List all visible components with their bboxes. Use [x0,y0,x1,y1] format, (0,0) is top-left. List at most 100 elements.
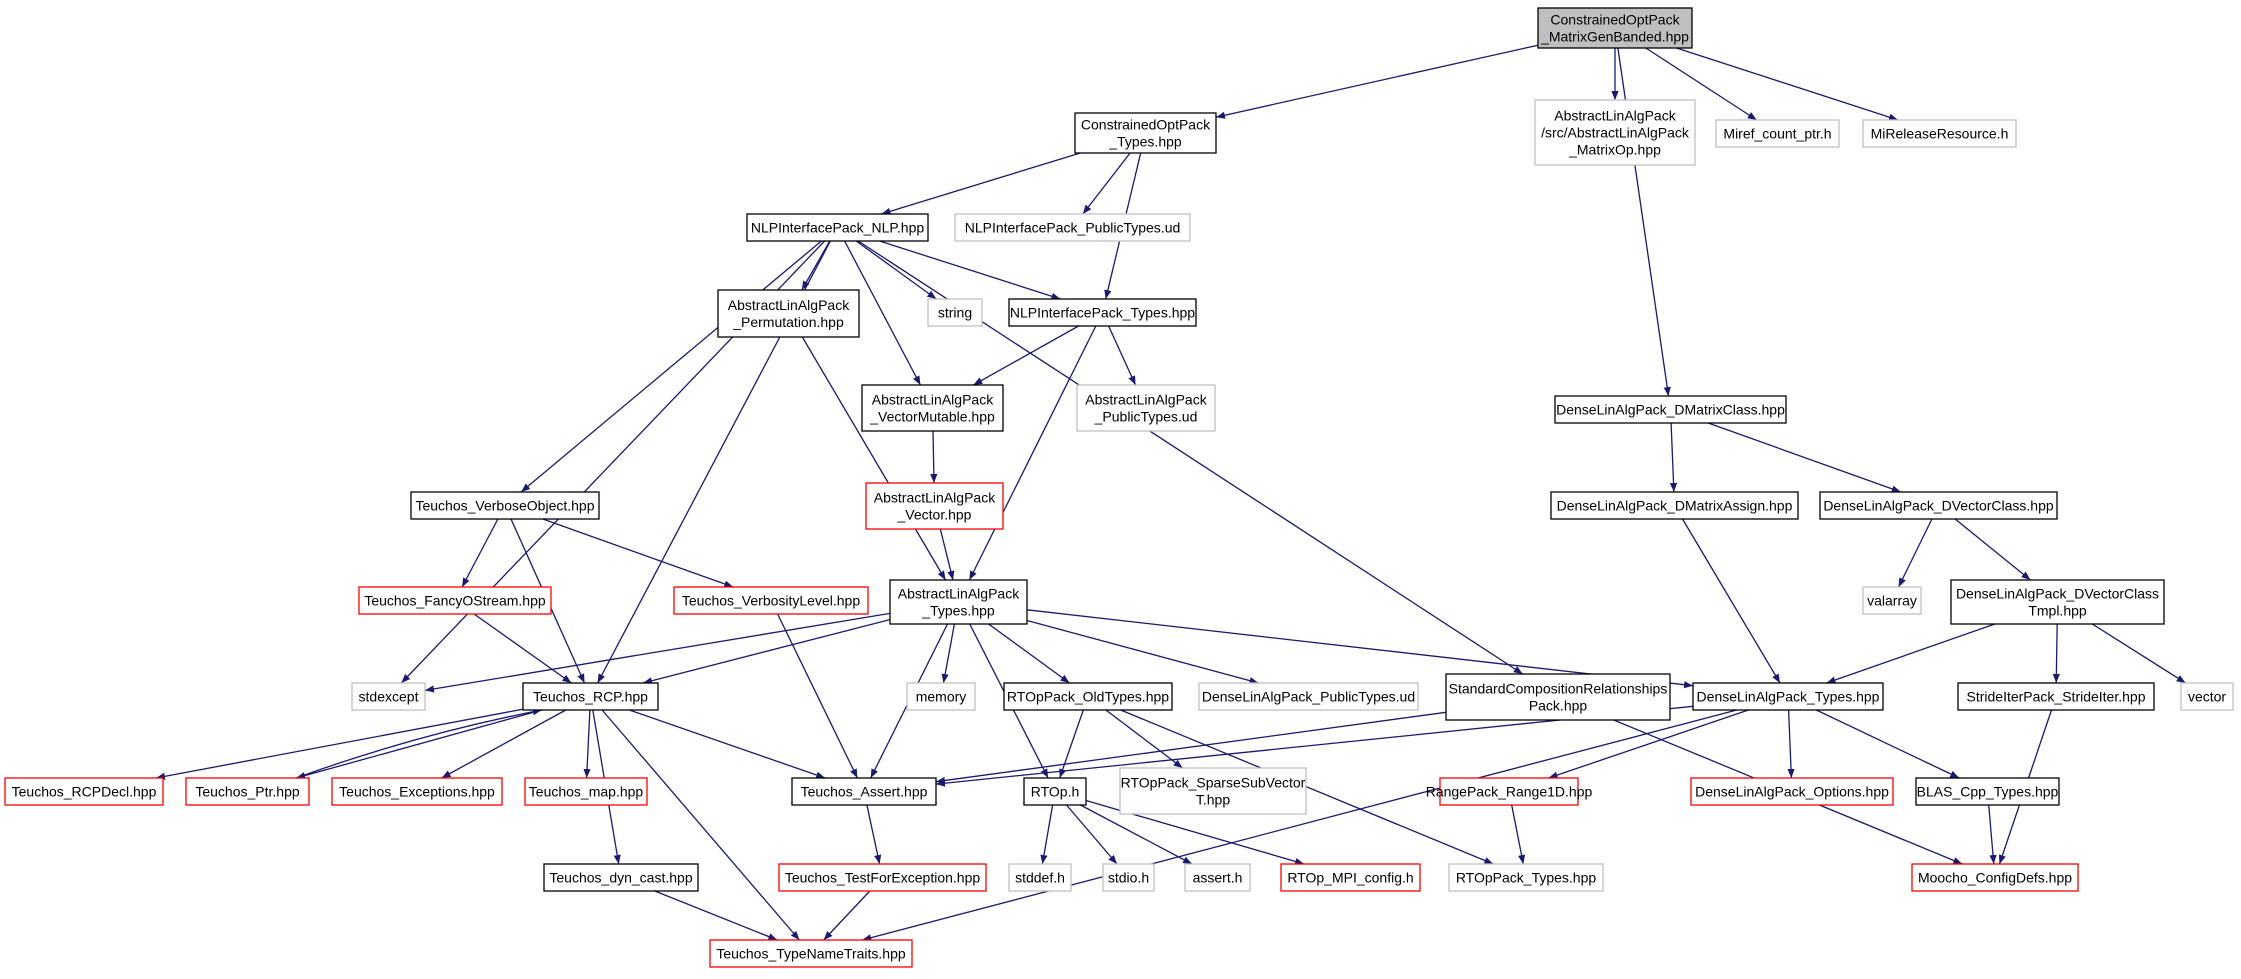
edge-teuchos_rcp-to-teuchos_exc [441,709,567,779]
node-box [1550,491,1799,520]
node-cop_types[interactable]: ConstrainedOptPack_Types.hpp [1074,112,1217,154]
edge-rtop_old-to-rtop_h [1059,709,1084,779]
node-stdio[interactable]: stdio.h [1102,863,1155,892]
edge-ala_types-to-stdexcept [424,612,891,693]
node-label-line: Teuchos_VerbosityLevel.hpp [682,593,860,609]
node-ala_vector[interactable]: AbstractLinAlgPack_Vector.hpp [865,482,1004,530]
node-label-line: string [938,305,972,321]
node-vector[interactable]: vector [2180,682,2234,711]
node-teuchos_map[interactable]: Teuchos_map.hpp [524,777,648,806]
edge-dla_dvec-to-dla_dvec_tmpl [1954,518,2031,581]
node-ala_pub[interactable]: AbstractLinAlgPack_PublicTypes.ud [1076,384,1216,432]
edge-dla_types-to-dla_options [1787,709,1795,779]
node-teuchos_rcpdecl[interactable]: Teuchos_RCPDecl.hpp [4,777,164,806]
node-teuchos_ptr[interactable]: Teuchos_Ptr.hpp [185,777,310,806]
edge-rtop_h-to-stddef [1040,804,1054,865]
edge-teuchos_rcp-to-teuchos_typename [601,709,800,941]
node-memory[interactable]: memory [906,682,976,711]
edge-root-to-dla_dmat [1617,47,1671,397]
node-box [410,491,600,520]
node-teuchos_testexc[interactable]: Teuchos_TestForException.hpp [778,863,987,892]
node-nlp[interactable]: NLPInterfacePack_NLP.hpp [746,213,929,242]
edge-dla_dvec-to-valarray [1898,518,1933,588]
node-blas_types[interactable]: BLAS_Cpp_Types.hpp [1915,777,2060,806]
node-stddef[interactable]: stddef.h [1008,863,1072,892]
node-nlp_pub[interactable]: NLPInterfacePack_PublicTypes.ud [954,213,1191,242]
node-teuchos_verbosity[interactable]: Teuchos_VerbosityLevel.hpp [673,586,869,615]
node-box [1448,863,1604,892]
node-ala_types[interactable]: AbstractLinAlgPack_Types.hpp [889,579,1028,625]
node-ala_matrixop[interactable]: AbstractLinAlgPack/src/AbstractLinAlgPac… [1534,99,1696,166]
edge-scr_pack-to-teuchos_assert [935,711,1447,785]
node-box [1439,777,1579,806]
node-dla_types[interactable]: DenseLinAlgPack_Types.hpp [1692,682,1884,711]
node-strideiter[interactable]: StrideIterPack_StrideIter.hpp [1957,682,2155,711]
node-dla_dmat[interactable]: DenseLinAlgPack_DMatrixClass.hpp [1554,395,1787,424]
node-box [522,682,659,711]
node-string[interactable]: string [927,298,983,327]
node-rtop_old[interactable]: RTOpPack_OldTypes.hpp [1003,682,1173,711]
node-label-line: assert.h [1193,870,1243,886]
node-teuchos_exc[interactable]: Teuchos_Exceptions.hpp [331,777,503,806]
node-label-line: ConstrainedOptPack [1550,12,1680,28]
node-teuchos_assert[interactable]: Teuchos_Assert.hpp [791,777,937,806]
node-teuchos_dyn[interactable]: Teuchos_dyn_cast.hpp [543,863,699,892]
node-label-line: Teuchos_RCPDecl.hpp [12,784,157,800]
edge-rtop_h-to-assert [1080,804,1193,865]
node-label-line: BLAS_Cpp_Types.hpp [1917,784,2059,800]
node-dla_dmatassign[interactable]: DenseLinAlgPack_DMatrixAssign.hpp [1550,491,1799,520]
node-rtop_mpi[interactable]: RTOp_MPI_config.h [1280,863,1421,892]
edge-nlp-to-ala_perm [801,240,831,291]
edge-rtop_h-to-rtop_mpi [1085,799,1305,865]
node-box [524,777,648,806]
node-box [331,777,503,806]
node-box [1537,7,1693,49]
node-moocho_cfg[interactable]: Moocho_ConfigDefs.hpp [1911,863,2079,892]
edge-teuchos_rcp-to-teuchos_map [583,709,591,779]
node-box [1715,119,1840,148]
node-box [791,777,937,806]
node-label-line: T.hpp [1196,792,1230,808]
node-root[interactable]: ConstrainedOptPack_MatrixGenBanded.hpp [1537,7,1693,49]
node-teuchos_verbose[interactable]: Teuchos_VerboseObject.hpp [410,491,600,520]
node-label-line: _Types.hpp [1108,134,1182,150]
node-box [1862,586,1922,615]
edge-ala_types-to-rtop_old [988,623,1070,684]
node-dla_options[interactable]: DenseLinAlgPack_Options.hpp [1690,777,1894,806]
edge-teuchos_dyn-to-teuchos_typename [654,890,778,941]
node-label-line: Pack.hpp [1529,698,1588,714]
node-dla_dvec[interactable]: DenseLinAlgPack_DVectorClass.hpp [1819,491,2058,520]
edge-nlp-to-teuchos_verbose [520,240,822,493]
node-teuchos_typename[interactable]: Teuchos_TypeNameTraits.hpp [709,939,913,968]
node-rtop_types[interactable]: RTOpPack_Types.hpp [1448,863,1604,892]
node-assert[interactable]: assert.h [1184,863,1251,892]
node-box [1023,777,1087,806]
edge-ala_types-to-dla_pub [1026,619,1259,685]
node-label-line: StrideIterPack_StrideIter.hpp [1967,689,2146,705]
edge-dla_types-to-blas_types [1816,709,1960,779]
node-valarray[interactable]: valarray [1862,586,1922,615]
node-teuchos_rcp[interactable]: Teuchos_RCP.hpp [522,682,659,711]
node-ala_perm[interactable]: AbstractLinAlgPack_Permutation.hpp [717,289,860,338]
node-stdexcept[interactable]: stdexcept [351,682,426,711]
node-label-line: AbstractLinAlgPack [1085,392,1207,408]
node-teuchos_fancy[interactable]: Teuchos_FancyOStream.hpp [358,586,552,615]
node-nlp_types[interactable]: NLPInterfacePack_Types.hpp [1008,298,1197,327]
edge-teuchos_fancy-to-teuchos_rcp [473,613,572,684]
edge-teuchos_rcp-to-teuchos_assert [629,709,826,779]
node-rtop_h[interactable]: RTOp.h [1023,777,1087,806]
node-ala_vecmut[interactable]: AbstractLinAlgPack_VectorMutable.hpp [861,384,1004,432]
edge-nlp-to-nlp_types [879,240,1061,300]
node-miref[interactable]: Miref_count_ptr.h [1715,119,1840,148]
node-box [1008,863,1072,892]
node-dla_pub[interactable]: DenseLinAlgPack_PublicTypes.ud [1198,682,1419,711]
node-range1d[interactable]: RangePack_Range1D.hpp [1426,777,1593,806]
edge-rtop_h-to-stdio [1066,804,1118,865]
node-label-line: Moocho_ConfigDefs.hpp [1918,870,2072,886]
node-mirelease[interactable]: MiReleaseResource.h [1862,119,2017,148]
node-box [4,777,164,806]
node-label-line: _MatrixGenBanded.hpp [1540,29,1689,45]
